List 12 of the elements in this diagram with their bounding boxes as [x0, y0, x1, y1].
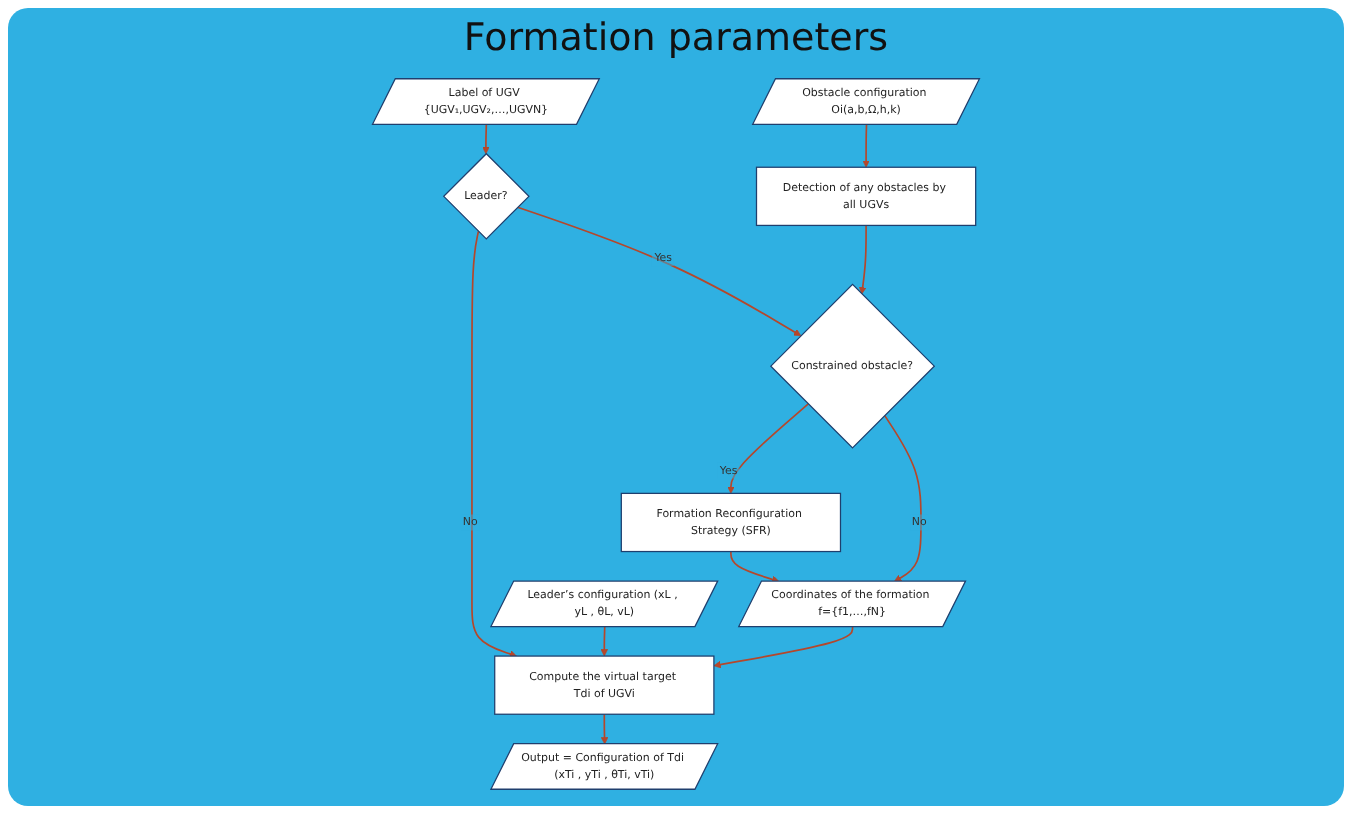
arrow [713, 626, 854, 669]
arrow [730, 550, 780, 583]
arrow [883, 414, 922, 582]
arrow [862, 123, 870, 168]
arrow [600, 626, 608, 657]
arrow [482, 123, 490, 155]
arrow [471, 230, 517, 658]
arrow [600, 713, 609, 745]
arrow [859, 224, 867, 295]
title: Formation parameters [463, 16, 889, 60]
arrow [727, 403, 810, 494]
arrow [516, 206, 802, 337]
